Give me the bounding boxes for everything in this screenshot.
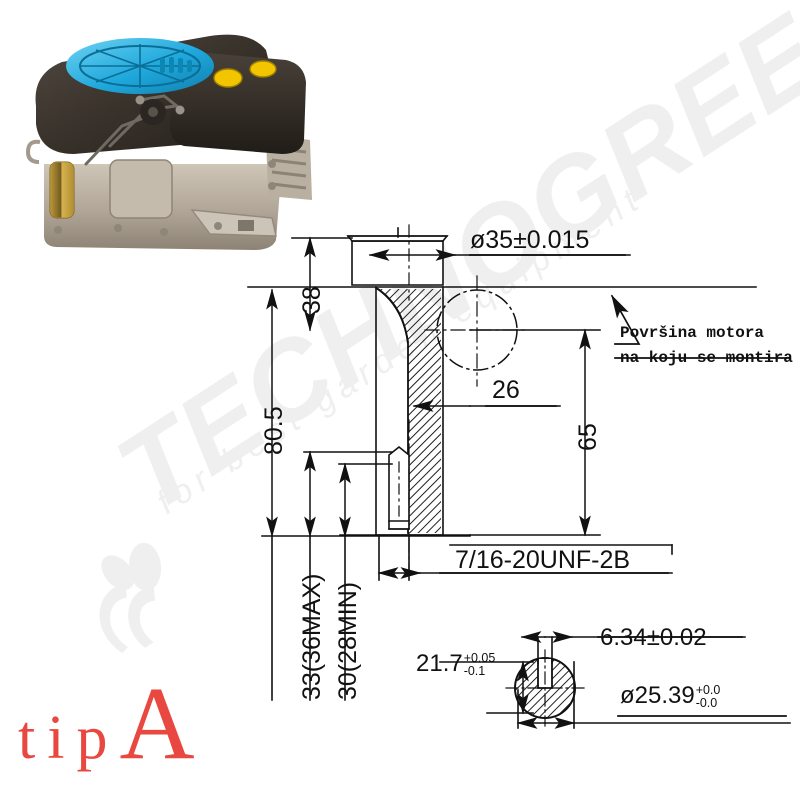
dimension-33-36max: 33(36MAX) — [298, 573, 326, 700]
dimension-80-5: 80.5 — [260, 406, 288, 455]
note-line-2: na koju se montira — [620, 349, 793, 367]
section-height-label: 21.7 +0.05 -0.1 — [416, 650, 496, 678]
type-label-lower: tip — [18, 704, 120, 772]
dimension-30-28min: 30(28MIN) — [334, 581, 362, 700]
section-height-base: 21.7 — [416, 650, 463, 677]
dimension-diameter-35: ø35±0.015 — [470, 226, 590, 254]
section-diameter-label: ø25.39 +0.0 -0.0 — [620, 682, 721, 710]
dimension-thread-spec: 7/16-20UNF-2B — [455, 546, 631, 574]
section-diameter-plus: +0.0 — [695, 683, 721, 698]
dimension-38: 38 — [298, 286, 326, 314]
engine-photo — [14, 14, 334, 262]
type-label-upper: A — [119, 666, 195, 781]
section-diameter-minus: -0.0 — [695, 695, 718, 710]
section-height-plus: +0.05 — [463, 651, 496, 666]
section-width-tol: ±0.02 — [646, 624, 707, 651]
dimension-65: 65 — [574, 423, 602, 451]
dimension-26: 26 — [492, 376, 520, 404]
section-height-minus: -0.1 — [463, 663, 486, 678]
type-label: tipA — [18, 672, 195, 776]
section-width-base: 6.34 — [600, 624, 647, 651]
section-diameter-base: ø25.39 — [620, 682, 695, 709]
section-width-label: 6.34±0.02 — [600, 626, 707, 650]
note-line-1: Površina motora — [620, 324, 765, 342]
